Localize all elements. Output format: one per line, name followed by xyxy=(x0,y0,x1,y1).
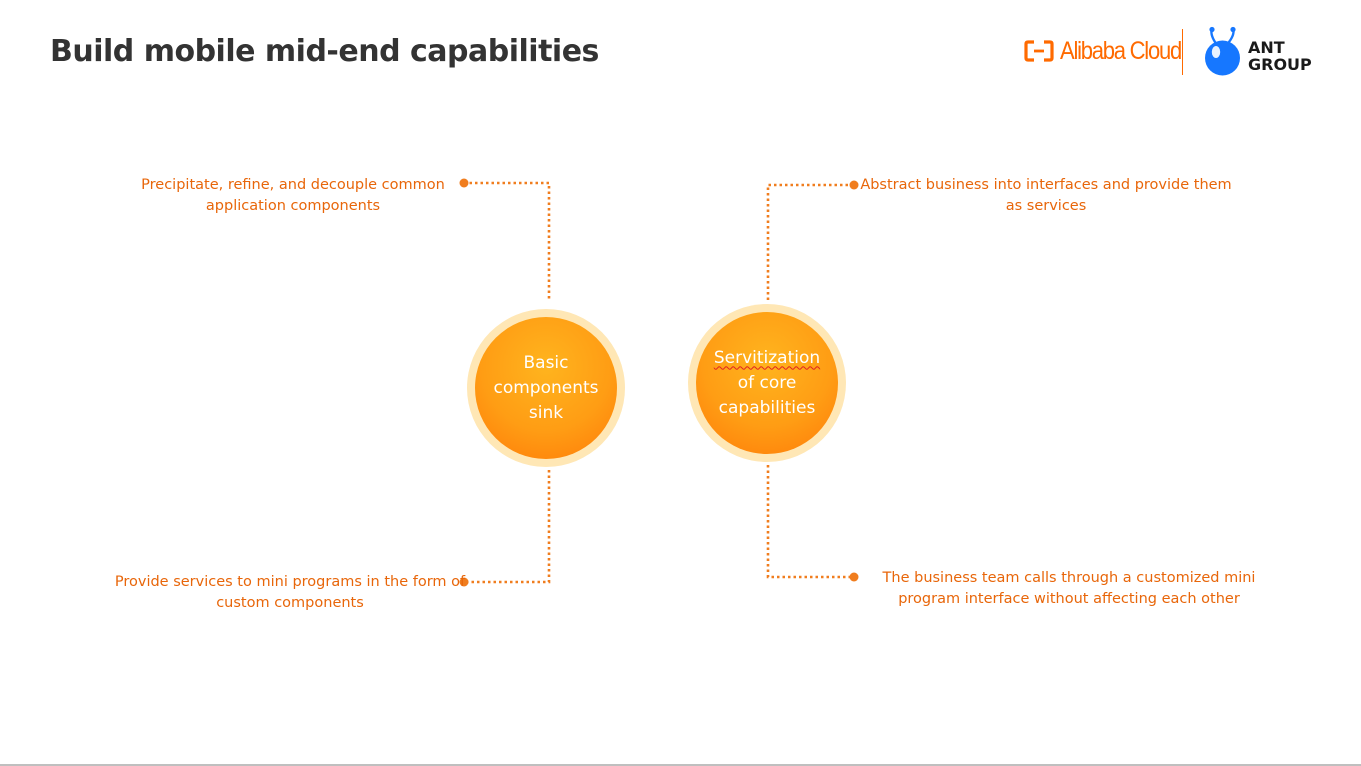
connector-dot-top-right xyxy=(849,180,859,190)
node-left-line2: components xyxy=(493,377,599,398)
node-right-line2: of core xyxy=(737,372,797,393)
ant-group-wordmark: ANT GROUP xyxy=(1248,39,1312,73)
node-basic-components: Basic components sink xyxy=(467,309,625,467)
callout-bottom-right: The business team calls through a custom… xyxy=(882,570,1256,607)
alibaba-cloud-wordmark: Alibaba Cloud xyxy=(1060,36,1182,65)
connector-top-right xyxy=(766,183,854,300)
ant-wordmark-line1: ANT xyxy=(1248,38,1285,57)
callout-top-right: Abstract business into interfaces and pr… xyxy=(860,177,1232,214)
node-left-line3: sink xyxy=(528,402,564,423)
slide-title: Build mobile mid-end capabilities xyxy=(50,34,599,69)
slide-bottom-border xyxy=(0,764,1361,766)
connector-top-left xyxy=(464,181,551,300)
logo-divider xyxy=(1182,29,1183,75)
alibaba-cloud-logo: Alibaba Cloud xyxy=(1024,36,1197,66)
connector-dot-top-left xyxy=(459,178,469,188)
node-left-line1: Basic xyxy=(523,352,569,373)
node-label-servitization: Servitization of core capabilities xyxy=(707,346,827,421)
callout-bottom-left: Provide services to mini programs in the… xyxy=(114,574,466,611)
node-label-basic-components: Basic components sink xyxy=(486,351,606,426)
connector-bottom-right xyxy=(766,465,854,579)
ant-group-logo: ANT GROUP xyxy=(1203,26,1333,78)
connector-dot-bottom-right xyxy=(849,572,859,582)
callout-top-left: Precipitate, refine, and decouple common… xyxy=(141,177,445,214)
ant-mascot-icon xyxy=(1205,26,1240,76)
connector-bottom-left xyxy=(464,470,551,584)
node-servitization: Servitization of core capabilities xyxy=(688,304,846,462)
alibaba-bracket-icon xyxy=(1024,40,1054,62)
node-right-line3: capabilities xyxy=(718,397,816,418)
ant-wordmark-line2: GROUP xyxy=(1248,55,1312,74)
node-right-line1: Servitization xyxy=(713,347,821,368)
connector-dot-bottom-left xyxy=(459,577,469,587)
logo-area: Alibaba Cloud ANT GROUP xyxy=(1020,26,1330,78)
